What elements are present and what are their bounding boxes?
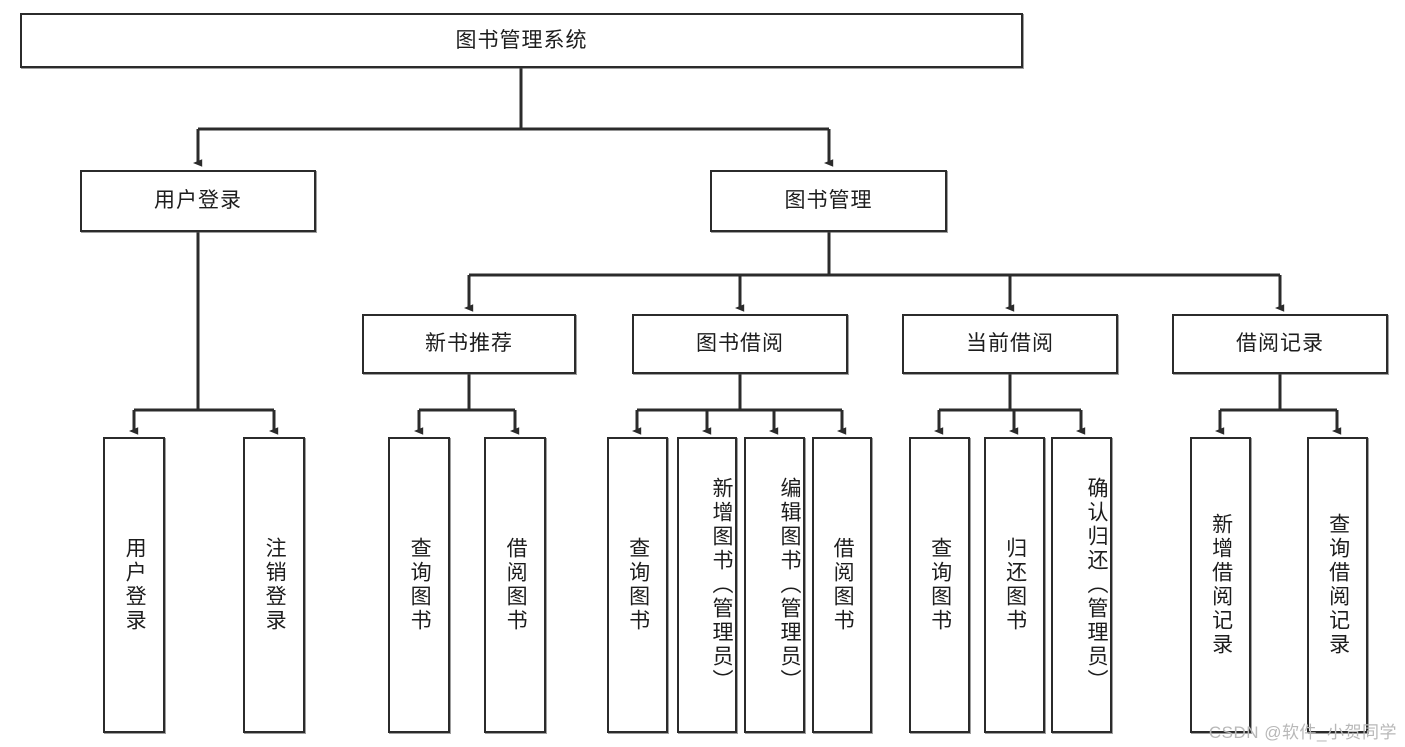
node-leaf-query-borrow-record[interactable]: 查询借阅记录 [1307, 437, 1368, 733]
node-root-system[interactable]: 图书管理系统 [20, 13, 1023, 68]
node-book-borrow-label: 图书借阅 [696, 332, 784, 356]
node-leaf-label: 查询借阅记录 [1326, 513, 1350, 657]
node-root-label: 图书管理系统 [455, 28, 588, 52]
node-leaf-label: 借阅图书 [831, 537, 855, 633]
node-book-management[interactable]: 图书管理 [710, 170, 947, 232]
node-leaf-label: 编辑图书（管理员） [778, 477, 801, 693]
node-leaf-label: 借阅图书 [504, 537, 528, 633]
node-leaf-label: 用户登录 [123, 537, 147, 633]
node-new-book-recommend-label: 新书推荐 [425, 332, 513, 356]
node-current-borrow-label: 当前借阅 [966, 332, 1054, 356]
node-leaf-label: 注销登录 [263, 537, 287, 633]
watermark-text: CSDN @软件_小贺同学 [1208, 723, 1397, 742]
node-leaf-label: 新增借阅记录 [1209, 513, 1233, 657]
node-leaf-borrow-book[interactable]: 借阅图书 [812, 437, 872, 733]
node-leaf-borrow-book-rec[interactable]: 借阅图书 [484, 437, 546, 733]
node-user-login-label: 用户登录 [154, 189, 242, 213]
node-leaf-label: 确认归还（管理员） [1085, 477, 1108, 693]
node-leaf-user-logout[interactable]: 注销登录 [243, 437, 305, 733]
node-current-borrow[interactable]: 当前借阅 [902, 314, 1118, 374]
node-leaf-add-borrow-record[interactable]: 新增借阅记录 [1190, 437, 1251, 733]
node-user-login[interactable]: 用户登录 [80, 170, 316, 232]
node-leaf-label: 查询图书 [928, 537, 952, 633]
node-leaf-confirm-return-admin[interactable]: 确认归还（管理员） [1051, 437, 1112, 733]
node-leaf-return-book[interactable]: 归还图书 [984, 437, 1045, 733]
node-new-book-recommend[interactable]: 新书推荐 [362, 314, 576, 374]
node-leaf-query-book-rec[interactable]: 查询图书 [388, 437, 450, 733]
node-leaf-edit-book-admin[interactable]: 编辑图书（管理员） [744, 437, 805, 733]
node-leaf-label: 归还图书 [1003, 537, 1027, 633]
node-borrow-records[interactable]: 借阅记录 [1172, 314, 1388, 374]
node-leaf-label: 查询图书 [408, 537, 432, 633]
node-leaf-query-book-borrow[interactable]: 查询图书 [607, 437, 668, 733]
node-borrow-records-label: 借阅记录 [1236, 332, 1324, 356]
node-leaf-label: 查询图书 [626, 537, 650, 633]
node-leaf-add-book-admin[interactable]: 新增图书（管理员） [677, 437, 737, 733]
node-leaf-query-book-current[interactable]: 查询图书 [909, 437, 970, 733]
node-book-borrow[interactable]: 图书借阅 [632, 314, 848, 374]
node-leaf-label: 新增图书（管理员） [710, 477, 733, 693]
node-book-management-label: 图书管理 [784, 189, 873, 213]
node-leaf-user-login[interactable]: 用户登录 [103, 437, 165, 733]
